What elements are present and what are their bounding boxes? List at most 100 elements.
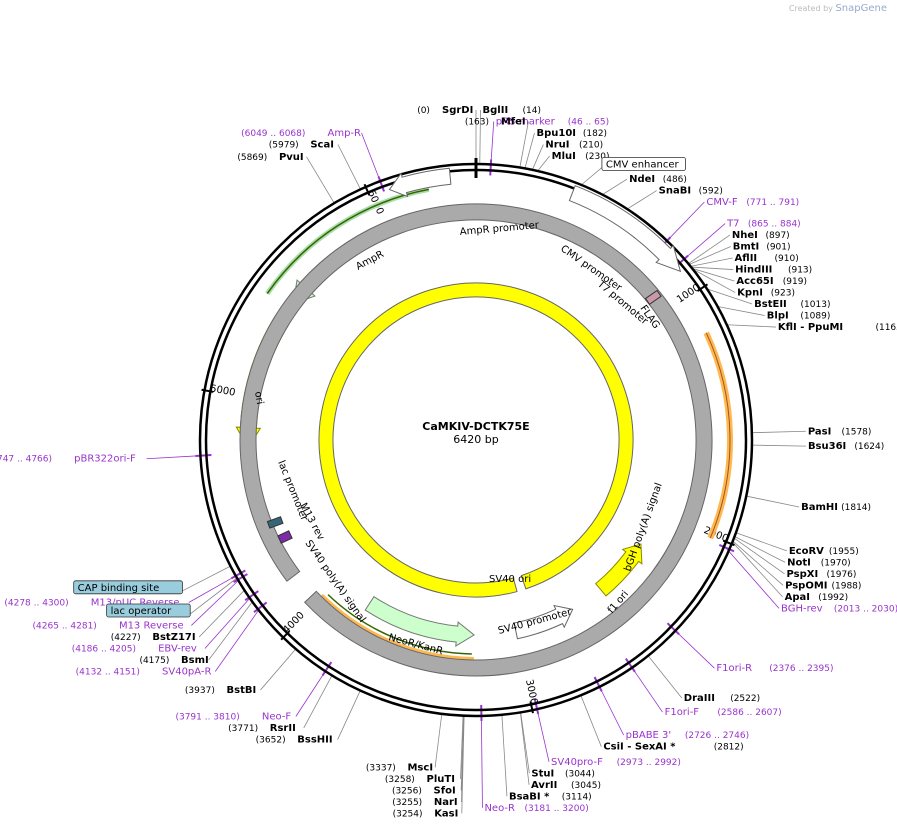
site-enzyme[interactable]: KasI(3254) bbox=[393, 808, 459, 819]
site-enzyme[interactable]: MfeI(163) bbox=[465, 117, 526, 128]
site-position: (3258) bbox=[385, 775, 415, 785]
orange-feature-inner bbox=[705, 332, 731, 539]
site-primer[interactable]: pRS-marker(46 .. 65) bbox=[496, 117, 609, 128]
site-primer[interactable]: BGH-rev(2013 .. 2030) bbox=[781, 603, 897, 614]
feature-ampr-promoter[interactable] bbox=[388, 167, 452, 198]
site-enzyme[interactable]: AflII(910) bbox=[735, 253, 799, 264]
site-name: DraIII bbox=[684, 693, 715, 704]
site-name: NheI bbox=[732, 230, 758, 241]
site-enzyme[interactable]: HindIII(913) bbox=[735, 265, 812, 276]
site-enzyme[interactable]: BmtI(901) bbox=[733, 242, 791, 253]
site-enzyme[interactable]: EcoRV(1955) bbox=[789, 546, 859, 557]
site-enzyme[interactable]: ScaI(5979) bbox=[269, 140, 334, 151]
site-enzyme[interactable]: SnaBI(592) bbox=[659, 186, 723, 197]
site-enzyme[interactable]: SfoI(3256) bbox=[392, 785, 456, 796]
site-enzyme[interactable]: SgrDI(0) bbox=[417, 105, 473, 116]
site-enzyme[interactable]: KpnI(923) bbox=[737, 288, 795, 299]
feature-sv40-poly-a-signal[interactable] bbox=[239, 203, 713, 677]
site-enzyme[interactable]: PluTI(3258) bbox=[385, 774, 455, 785]
site-position: (5869) bbox=[237, 153, 267, 163]
site-position: (3337) bbox=[366, 763, 396, 773]
site-enzyme[interactable]: PvuI (5869) bbox=[237, 152, 303, 163]
site-primer[interactable]: SV40pA-R(4132 .. 4151) bbox=[76, 666, 212, 677]
site-enzyme[interactable]: BglII(14) bbox=[483, 105, 541, 116]
site-enzyme[interactable]: BstEII(1013) bbox=[754, 299, 830, 310]
site-leader bbox=[581, 167, 603, 186]
site-enzyme[interactable]: KflI - PpuMI(1165) bbox=[778, 322, 897, 333]
site-primer[interactable]: Neo-R(3181 .. 3200) bbox=[484, 803, 588, 814]
feature-lac-operator[interactable] bbox=[277, 530, 293, 544]
feature-cmv-promoter[interactable] bbox=[568, 185, 682, 273]
site-enzyme[interactable]: BlpI(1089) bbox=[767, 311, 831, 322]
site-enzyme[interactable]: ApaI(1992) bbox=[785, 592, 849, 603]
site-name: BGH-rev bbox=[781, 603, 823, 614]
site-enzyme[interactable]: Acc65I(919) bbox=[736, 276, 807, 287]
site-primer[interactable]: CMV-F(771 .. 791) bbox=[706, 197, 799, 208]
feature-sv40-promoter[interactable] bbox=[513, 604, 574, 640]
site-enzyme[interactable]: BsmI(4175) bbox=[139, 655, 208, 666]
site-enzyme[interactable]: MluI(230) bbox=[552, 151, 610, 162]
site-primer[interactable]: F1ori-R(2376 .. 2395) bbox=[716, 663, 833, 674]
site-enzyme[interactable]: BstZ17I(4227) bbox=[111, 632, 196, 643]
feature-sv40-ori[interactable] bbox=[318, 282, 634, 598]
site-position: (4132 .. 4151) bbox=[76, 667, 140, 677]
site-position: (46 .. 65) bbox=[568, 118, 609, 128]
site-position: (2522) bbox=[730, 694, 760, 704]
site-enzyme[interactable]: NotI(1970) bbox=[787, 557, 851, 568]
site-enzyme[interactable]: DraIII (2522) bbox=[684, 693, 760, 704]
site-primer[interactable]: M13 Reverse(4265 .. 4281) bbox=[33, 620, 184, 631]
feature-flag-tag[interactable] bbox=[644, 289, 662, 305]
site-leader bbox=[691, 267, 735, 282]
site-primer[interactable]: Neo-F(3791 .. 3810) bbox=[175, 711, 291, 722]
site-leader bbox=[688, 246, 731, 265]
site-enzyme[interactable]: MscI(3337) bbox=[366, 762, 433, 773]
feature-neor-kanr[interactable] bbox=[364, 595, 475, 647]
site-position: (3937) bbox=[185, 686, 215, 696]
site-enzyme[interactable]: StuI(3044) bbox=[531, 768, 595, 779]
site-primer[interactable]: T7(865 .. 884) bbox=[726, 219, 801, 230]
site-name: BssHII bbox=[297, 735, 332, 746]
site-position: (3771) bbox=[228, 724, 258, 734]
site-enzyme[interactable]: BssHII(3652) bbox=[256, 735, 333, 746]
site-enzyme[interactable]: PspXI(1976) bbox=[786, 569, 856, 580]
site-enzyme[interactable]: BsaBI *(3114) bbox=[509, 791, 592, 802]
site-name: CMV-F bbox=[706, 197, 737, 208]
site-leader bbox=[303, 675, 333, 729]
site-enzyme[interactable]: PasI(1578) bbox=[808, 426, 872, 437]
site-enzyme[interactable]: RsrII(3771) bbox=[228, 723, 296, 734]
site-primer[interactable]: pBABE 3'(2726 .. 2746) bbox=[626, 730, 749, 741]
site-enzyme[interactable]: NruI(210) bbox=[545, 140, 603, 151]
site-enzyme[interactable]: AvrII(3045) bbox=[531, 780, 601, 791]
site-enzyme[interactable]: NdeI(486) bbox=[629, 174, 687, 185]
site-box[interactable]: CMV enhancer bbox=[601, 157, 686, 171]
feature-cap-site[interactable] bbox=[266, 516, 284, 529]
site-name: NruI bbox=[545, 140, 569, 151]
site-primer[interactable]: F1ori-F(2586 .. 2607) bbox=[665, 707, 782, 718]
site-box[interactable]: lac operator bbox=[106, 603, 191, 618]
site-primer[interactable]: M13/pUC Reverse(4278 .. 4300) bbox=[4, 597, 179, 608]
site-enzyme[interactable]: Bpu10I(182) bbox=[536, 128, 607, 139]
site-name: CMV enhancer bbox=[606, 160, 680, 171]
site-enzyme[interactable]: Bsu36I(1624) bbox=[808, 441, 884, 452]
site-primer[interactable]: SV40pro-F(2973 .. 2992) bbox=[551, 757, 681, 768]
site-leader bbox=[725, 547, 780, 609]
primer-mark bbox=[666, 622, 680, 635]
site-enzyme[interactable]: NarI(3255) bbox=[392, 797, 457, 808]
site-primer[interactable]: Amp-R(6049 .. 6068) bbox=[241, 128, 361, 139]
site-name: Acc65I bbox=[736, 276, 773, 287]
site-position: (923) bbox=[771, 289, 795, 299]
site-box[interactable]: CAP binding site bbox=[73, 580, 183, 595]
site-enzyme[interactable]: BstBI(3937) bbox=[185, 685, 256, 696]
site-enzyme[interactable]: BamHI(1814) bbox=[801, 502, 871, 513]
site-enzyme[interactable]: PspOMI(1988) bbox=[785, 580, 861, 591]
site-name: PvuI bbox=[279, 152, 304, 163]
site-primer[interactable]: pBR322ori-F(4747 .. 4766) bbox=[0, 454, 136, 465]
tick-label: 4000 bbox=[281, 610, 307, 636]
site-position: (4175) bbox=[139, 656, 169, 666]
site-enzyme[interactable]: CsiI - SexAI *(2812) bbox=[603, 742, 743, 753]
site-enzyme[interactable]: NheI(897) bbox=[732, 230, 790, 241]
site-leader bbox=[681, 223, 726, 262]
site-primer[interactable]: EBV-rev(4186 .. 4205) bbox=[72, 643, 197, 654]
feature-f1-ori[interactable] bbox=[595, 543, 643, 597]
